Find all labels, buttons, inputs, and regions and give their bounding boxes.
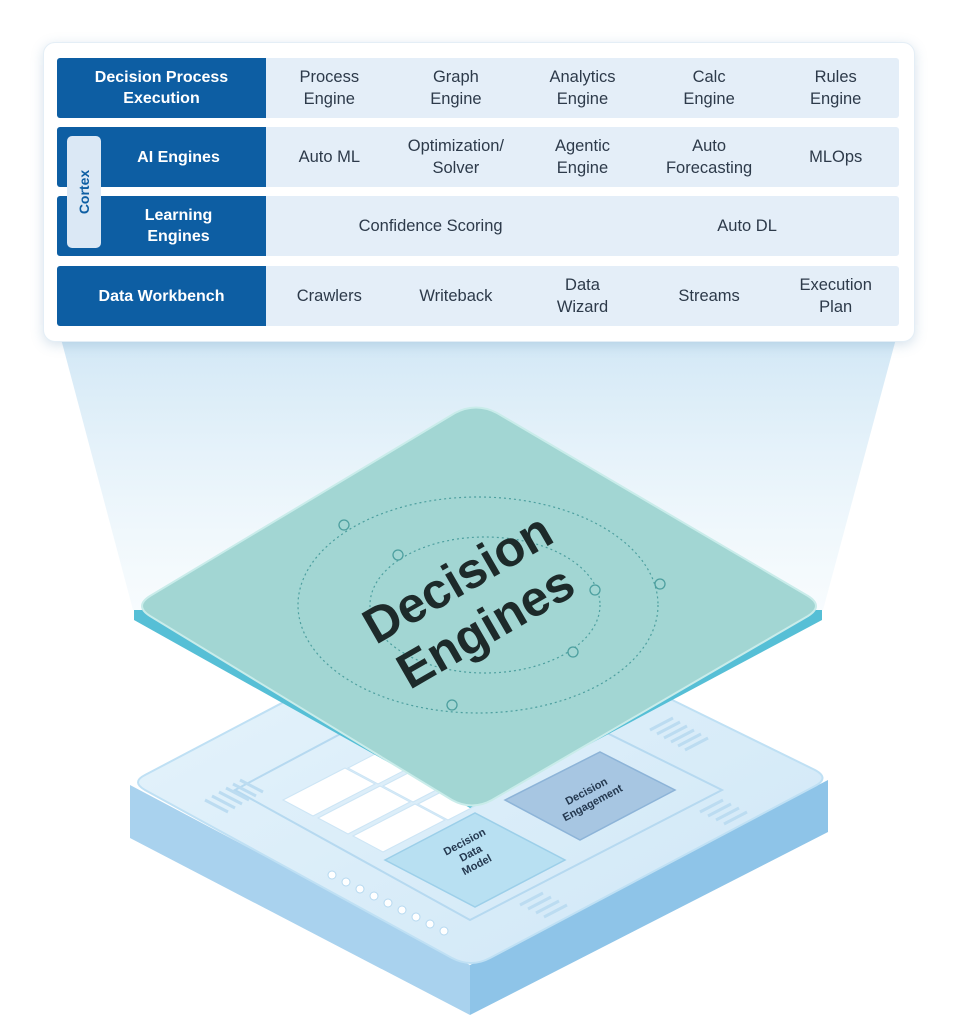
orbit-nodes xyxy=(338,519,666,711)
row-label: Decision Process Execution xyxy=(57,58,266,118)
base-chip-comb-lines xyxy=(204,716,748,919)
row-cells: Process Engine Graph Engine Analytics En… xyxy=(266,58,899,118)
row-cells: Crawlers Writeback Data Wizard Streams E… xyxy=(266,266,899,326)
cell-data-wizard: Data Wizard xyxy=(556,276,609,316)
base-chip-side-right xyxy=(470,780,828,1015)
orbit-ring-inner xyxy=(369,536,601,674)
cell-graph-engine: Graph Engine xyxy=(430,68,482,108)
cell-crawlers: Crawlers xyxy=(296,287,362,305)
row-cells: Confidence Scoring Auto DL xyxy=(266,196,899,256)
cell-process-engine: Process Engine xyxy=(299,68,360,108)
base-chip-side-left xyxy=(130,785,470,1015)
cell-rules-engine: Rules Engine xyxy=(809,68,862,108)
cortex-label: Cortex xyxy=(76,169,93,215)
cell-auto-ml: Auto ML xyxy=(298,148,361,166)
base-chip-pad-dots xyxy=(327,870,449,936)
cell-agentic-engine: Agentic Engine xyxy=(554,137,610,177)
row-decision-process-execution: Decision Process Execution Process Engin… xyxy=(57,58,899,118)
row-cells: Auto ML Optimization/ Solver Agentic Eng… xyxy=(266,127,899,187)
decision-engines-layer-top xyxy=(141,406,817,807)
row-data-workbench: Data Workbench Crawlers Writeback Data W… xyxy=(57,266,899,326)
decision-engagement-module xyxy=(503,751,677,841)
cortex-tab: Cortex xyxy=(67,136,101,248)
cell-execution-plan: Execution Plan xyxy=(799,276,872,316)
decision-engines-layer: DecisionEngines xyxy=(134,406,822,808)
decision-data-model-module xyxy=(383,812,567,908)
cell-writeback: Writeback xyxy=(419,287,493,305)
cell-calc-engine: Calc Engine xyxy=(683,68,735,108)
cell-optimization-solver: Optimization/ Solver xyxy=(407,137,505,177)
orbit-ring-outer xyxy=(297,496,659,714)
row-ai-engines: AI Engines Auto ML Optimization/ Solver … xyxy=(57,127,899,187)
cell-mlops: MLOps xyxy=(809,148,863,166)
cell-auto-forecasting: Auto Forecasting xyxy=(665,137,753,177)
cell-streams: Streams xyxy=(678,287,740,305)
cell-analytics-engine: Analytics Engine xyxy=(549,68,616,108)
row-learning-engines: Learning Engines Confidence Scoring Auto… xyxy=(57,196,899,256)
row-label: Data Workbench xyxy=(57,266,266,326)
cell-auto-dl: Auto DL xyxy=(717,217,777,235)
cell-confidence-scoring: Confidence Scoring xyxy=(358,217,503,235)
